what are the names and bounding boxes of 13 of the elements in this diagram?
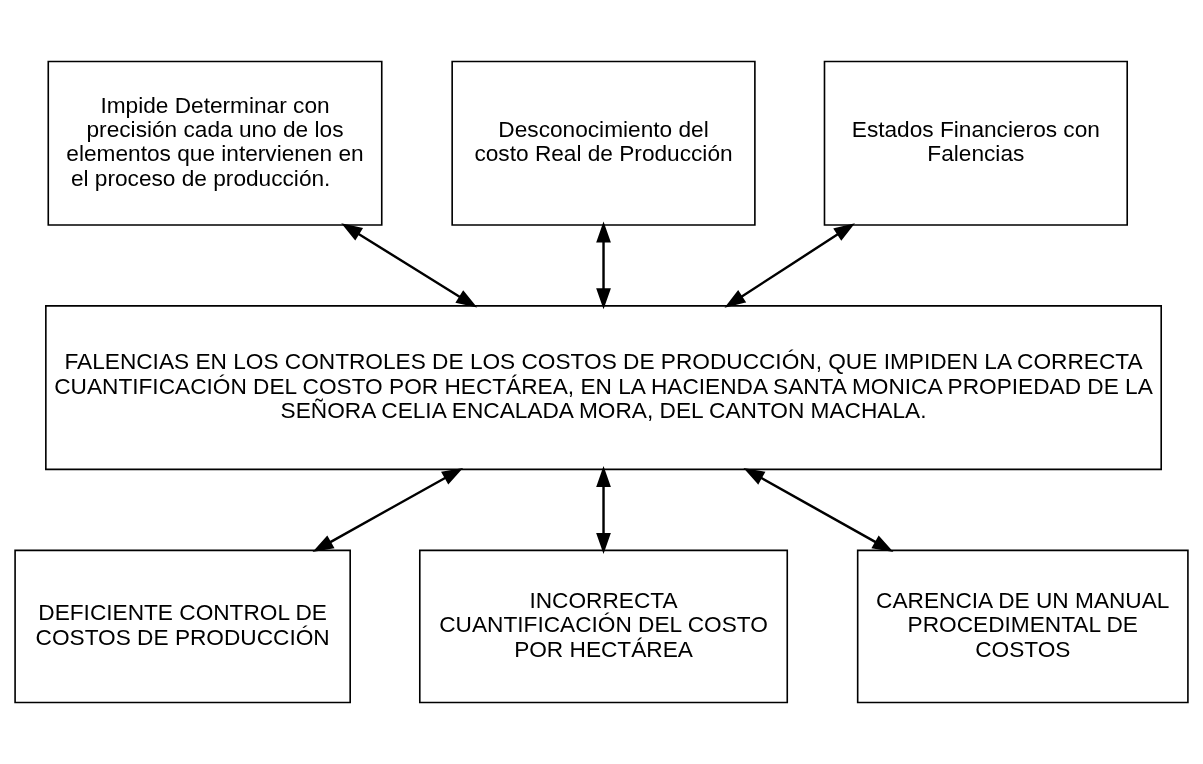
arrow [724,223,855,308]
arrow [312,467,464,553]
arrow [743,467,894,553]
arrow [341,223,478,308]
node-box: Estados Financieros con Falencias [823,60,1128,226]
node-box: Desconocimiento del costo Real de Producción [451,60,756,226]
node-box: Impide Determinar con precisión cada uno de los elementos que intervienen en el proceso de producción. [47,60,383,226]
arrow [596,466,611,554]
node-box: DEFICIENTE CONTROL DE COSTOS DE PRODUCCIÓN [14,549,351,704]
node-box: FALENCIAS EN LOS CONTROLES DE LOS COSTOS DE PRODUCCIÓN, QUE IMPIDEN LA CORRECTA CUANTIFICACIÓN DEL COSTO POR HECTÁREA, EN LA HACIENDA SANTA MONICA PROPIEDAD DE LA SEÑORA CELIA ENCALADA MORA, DEL CANTON MACHALA. [45,305,1162,471]
arrow [596,221,611,310]
node-box: INCORRECTA CUANTIFICACIÓN DEL COSTO POR HECTÁREA [419,549,789,704]
node-box: CARENCIA DE UN MANUAL PROCEDIMENTAL DE COSTOS [856,549,1189,704]
